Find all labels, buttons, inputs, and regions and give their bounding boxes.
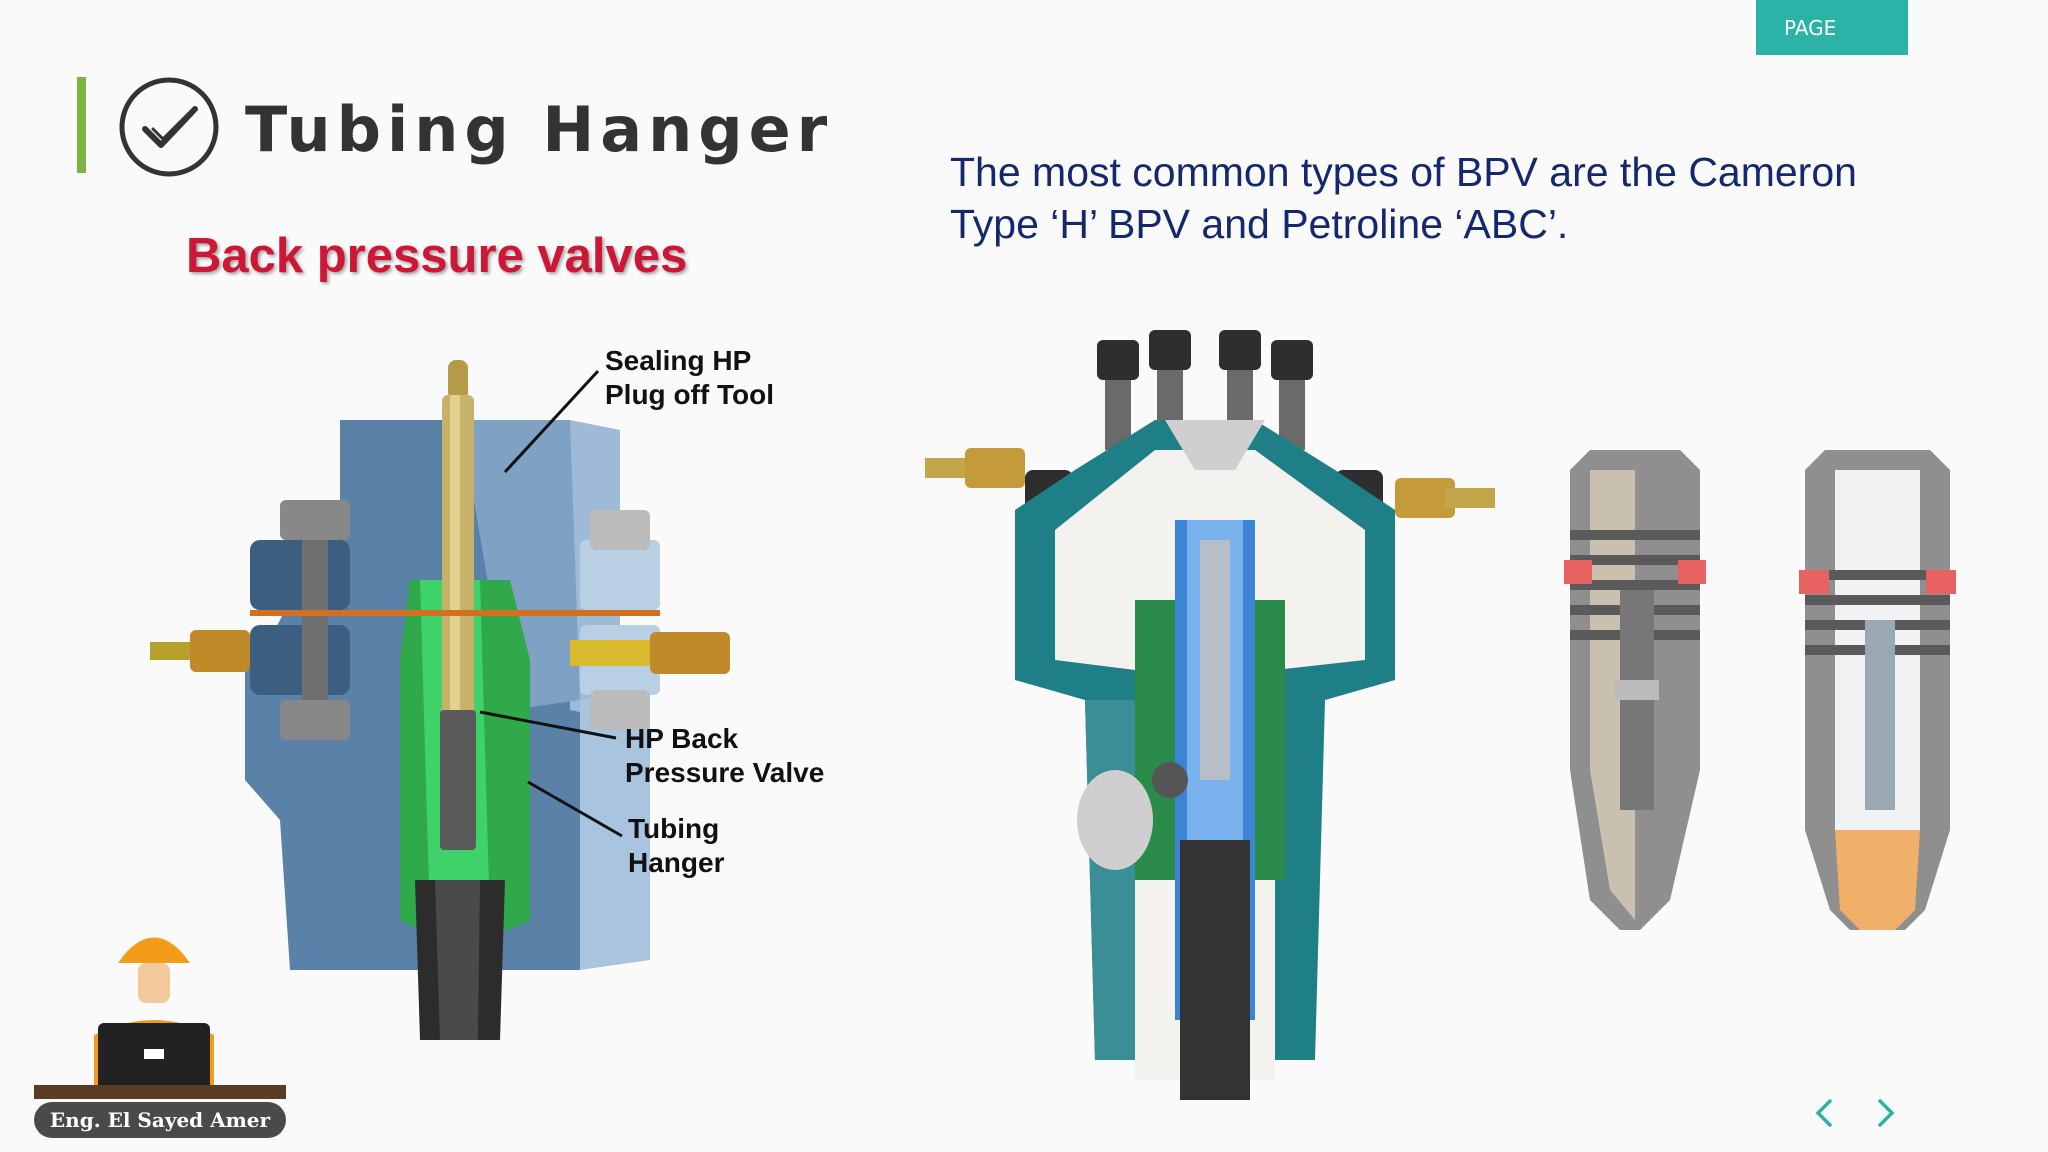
page-tab[interactable]: PAGE (1756, 0, 1908, 55)
label-sealing-tool: Sealing HP Plug off Tool (605, 345, 774, 410)
chevron-left-icon[interactable] (1806, 1093, 1842, 1133)
slide-title: Tubing Hanger (245, 93, 834, 166)
petroline-abc-bpv (1799, 450, 1956, 930)
chevron-right-icon[interactable] (1868, 1093, 1904, 1133)
label-back-pressure-valve: HP Back Pressure Valve (625, 723, 825, 788)
cameron-type-h-bpv (1564, 450, 1706, 930)
description-text: The most common types of BPV are the Cam… (950, 149, 1857, 247)
cameron-type-h-wellhead-cutaway (925, 330, 1495, 1100)
label-tubing-hanger: Tubing Hanger (628, 813, 725, 878)
title-accent-bar (77, 77, 86, 173)
author-badge: Eng. El Sayed Amer (34, 1102, 286, 1138)
wellhead-bpv-cutaway-diagram (150, 360, 730, 1040)
section-subtitle: Back pressure valves (186, 229, 688, 283)
check-circle-icon (119, 77, 219, 177)
presenter-avatar (34, 937, 286, 1099)
